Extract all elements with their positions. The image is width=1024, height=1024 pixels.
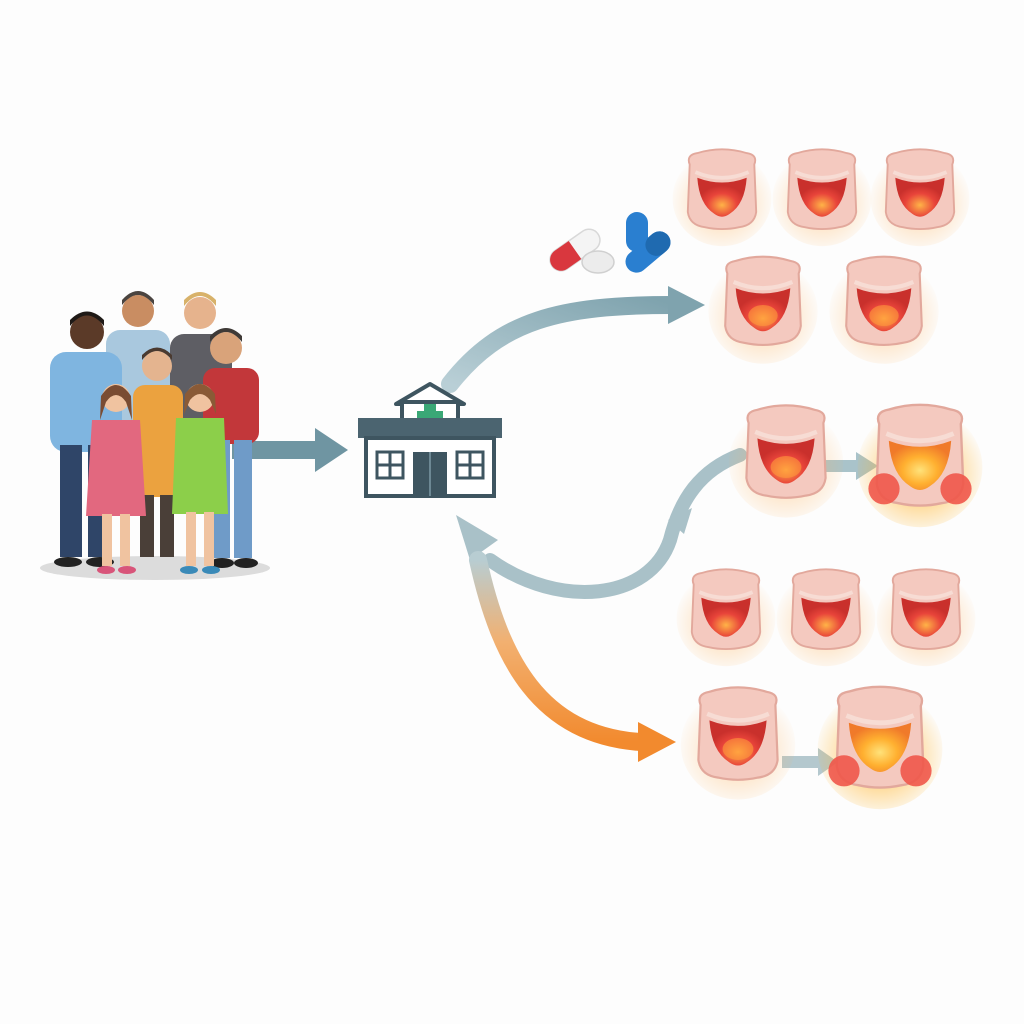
door-icon xyxy=(413,452,447,496)
organ-icon-severe xyxy=(857,403,983,528)
arrows-layer xyxy=(232,286,878,776)
pills-icon xyxy=(549,212,671,274)
arrow-clinic-to-progressive xyxy=(469,551,676,762)
organ-icon-mild xyxy=(876,568,976,667)
organ-icon-mild xyxy=(870,148,970,247)
organ-icon-mild xyxy=(676,568,776,667)
arrow-clinic-to-treated xyxy=(441,286,705,393)
arrow-population-to-clinic xyxy=(232,428,348,472)
population-group-icon xyxy=(40,291,270,580)
capsule-icon xyxy=(549,228,601,272)
organ-icon-moderate xyxy=(829,255,939,364)
window-icon xyxy=(455,450,485,480)
arrow-recurrent-loop xyxy=(456,448,747,600)
capsule-icon xyxy=(581,250,615,274)
organ-icon-mild xyxy=(772,148,872,247)
person-icon xyxy=(86,384,146,574)
organ-icon-mild xyxy=(672,148,772,247)
organ-icon-moderate xyxy=(708,255,818,364)
window-icon xyxy=(375,450,405,480)
organs-layer xyxy=(672,148,983,810)
capsule-icon xyxy=(625,212,671,273)
clinic-building-icon xyxy=(358,382,502,498)
organ-icon-severe xyxy=(817,685,943,810)
organ-icon-mild xyxy=(776,568,876,667)
person-icon xyxy=(172,384,228,574)
organ-icon-moderate xyxy=(680,686,796,800)
organ-icon-moderate xyxy=(728,404,844,518)
